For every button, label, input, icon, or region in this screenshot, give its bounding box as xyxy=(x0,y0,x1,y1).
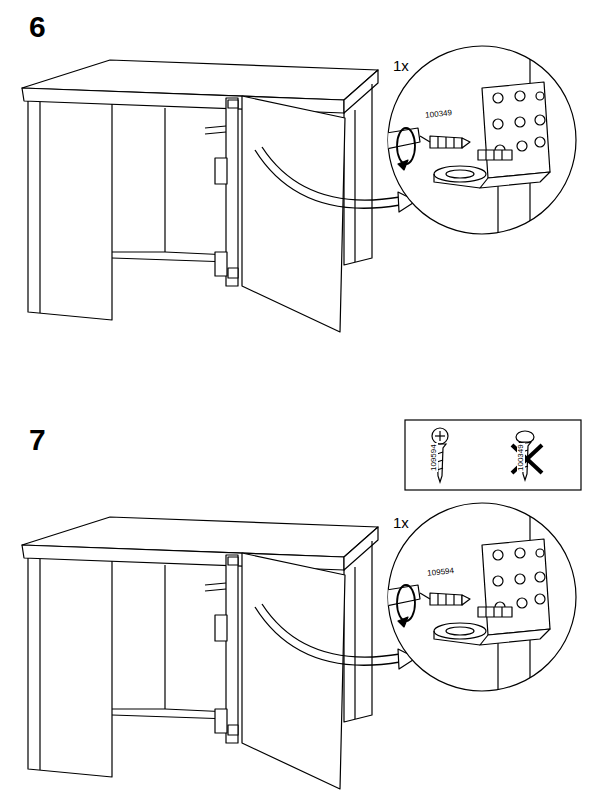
screw-choice-box xyxy=(405,420,581,490)
step-number: 6 xyxy=(28,12,47,42)
step-6-drawing xyxy=(22,40,576,332)
quantity-label: 1x xyxy=(392,58,410,73)
part-number: 109594 xyxy=(430,443,438,472)
step-7-drawing xyxy=(22,497,576,789)
quantity-label: 1x xyxy=(392,515,410,530)
step-number: 7 xyxy=(28,425,47,455)
part-number: 100349 xyxy=(517,443,525,472)
